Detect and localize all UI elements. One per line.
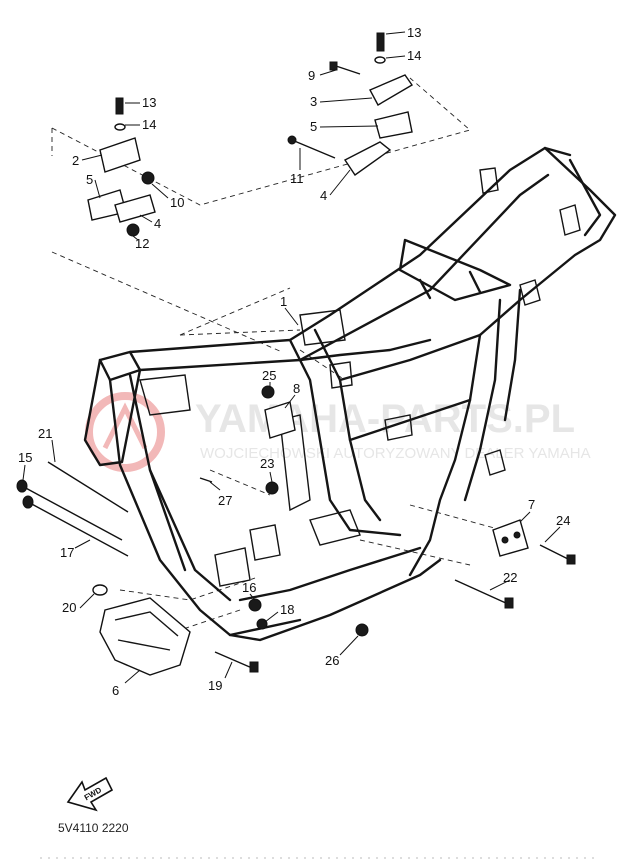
part-label: 24 bbox=[556, 513, 570, 528]
part-label: 7 bbox=[528, 497, 535, 512]
bracket-8 bbox=[264, 401, 296, 439]
dashed-guides bbox=[51, 77, 521, 641]
part-label: 22 bbox=[503, 570, 517, 585]
bolt-24 bbox=[539, 544, 571, 561]
bracket-3 bbox=[369, 74, 414, 106]
part-label: 4 bbox=[154, 216, 161, 231]
bolt-19 bbox=[214, 651, 253, 669]
nut-16 bbox=[248, 598, 262, 612]
part-label: 11 bbox=[290, 171, 304, 186]
guard-6 bbox=[99, 597, 191, 676]
bracket-4b bbox=[114, 194, 156, 223]
clip-27 bbox=[199, 477, 213, 483]
frame-main bbox=[83, 146, 617, 642]
fwd-arrow: FWD bbox=[66, 776, 114, 812]
bolt-11 bbox=[291, 139, 336, 159]
part-label: 20 bbox=[62, 600, 76, 615]
part-label: 6 bbox=[112, 683, 119, 698]
washer-20 bbox=[92, 584, 108, 596]
part-label: 27 bbox=[218, 493, 232, 508]
nut-18 bbox=[256, 618, 268, 630]
watermark: YAMAHA-PARTS.PL WOJCIECHOWSKI AUTORYZOWA… bbox=[85, 392, 591, 472]
part-label: 25 bbox=[262, 368, 276, 383]
bracket-2 bbox=[99, 137, 141, 173]
part-label: 19 bbox=[208, 678, 222, 693]
part-label: 8 bbox=[293, 381, 300, 396]
part-label: 4 bbox=[320, 188, 327, 203]
bolt-15 bbox=[21, 485, 123, 541]
watermark-subtitle: WOJCIECHOWSKI AUTORYZOWANY DEALER YAMAHA bbox=[200, 445, 591, 462]
part-label: 15 bbox=[18, 450, 32, 465]
part-label: 5 bbox=[310, 119, 317, 134]
drawing-code: 5V4110 2220 bbox=[58, 821, 129, 835]
nut-10 bbox=[141, 171, 155, 185]
part-labels: 13 14 9 3 5 11 4 13 14 2 5 10 4 12 1 25 … bbox=[18, 25, 570, 698]
bolt-21 bbox=[47, 461, 129, 513]
part-label: 14 bbox=[142, 117, 156, 132]
bolt-13a bbox=[376, 32, 385, 52]
watermark-title: YAMAHA-PARTS.PL bbox=[195, 397, 575, 441]
part-label: 26 bbox=[325, 653, 339, 668]
bolt-17 bbox=[27, 501, 129, 557]
leader-lines bbox=[22, 31, 561, 684]
fwd-arrow-icon bbox=[66, 776, 114, 812]
part-label: 2 bbox=[72, 153, 79, 168]
nut-26 bbox=[355, 623, 369, 637]
nut-23 bbox=[265, 481, 279, 495]
part-label: 16 bbox=[242, 580, 256, 595]
nut-25 bbox=[261, 385, 275, 399]
part-label: 23 bbox=[260, 456, 274, 471]
watermark-logo bbox=[85, 392, 165, 472]
bracket-5a bbox=[374, 111, 413, 139]
washer-14a bbox=[374, 56, 386, 64]
part-label: 18 bbox=[280, 602, 294, 617]
part-label: 9 bbox=[308, 68, 315, 83]
bolt-13b bbox=[115, 97, 124, 115]
nut-12 bbox=[126, 223, 140, 237]
bolt-9 bbox=[335, 65, 361, 75]
part-label: 5 bbox=[86, 172, 93, 187]
watermark-logo-mark bbox=[102, 402, 148, 450]
part-label: 13 bbox=[407, 25, 421, 40]
bracket-7 bbox=[492, 519, 529, 557]
bolt-22 bbox=[454, 579, 509, 605]
part-label: 13 bbox=[142, 95, 156, 110]
part-label: 21 bbox=[38, 426, 52, 441]
part-label: 3 bbox=[310, 94, 317, 109]
part-label: 1 bbox=[280, 294, 287, 309]
part-label: 14 bbox=[407, 48, 421, 63]
washer-14b bbox=[114, 123, 126, 131]
part-label: 17 bbox=[60, 545, 74, 560]
loose-parts bbox=[16, 32, 576, 676]
bracket-4a bbox=[343, 141, 392, 176]
part-label: 10 bbox=[170, 195, 184, 210]
part-label: 12 bbox=[135, 236, 149, 251]
